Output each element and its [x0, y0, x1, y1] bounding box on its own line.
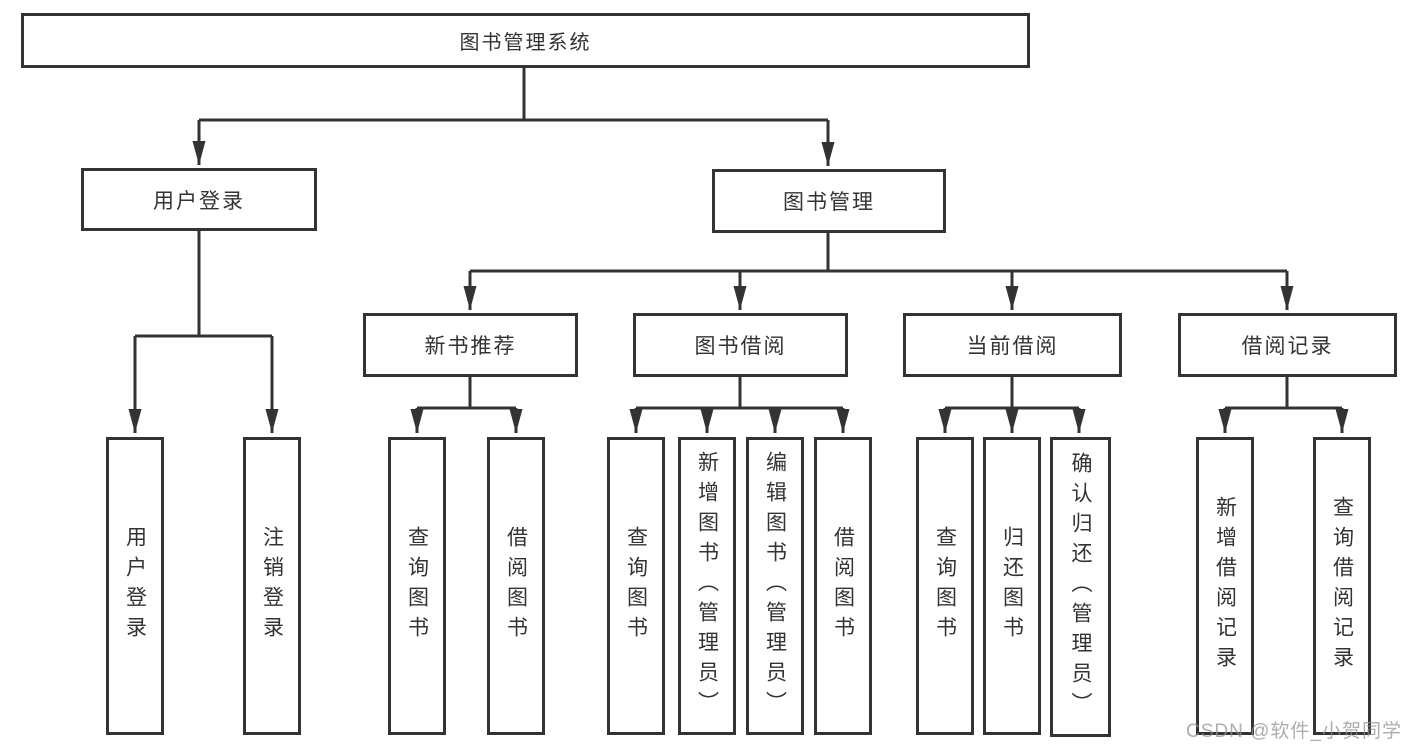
- node-label: 图书管理系统: [459, 32, 592, 54]
- leaf-label: 借阅图书: [831, 526, 855, 646]
- leaf-edit-book-admin: 编辑图书（管理员）: [746, 437, 804, 735]
- leaf-query-books-1: 查询图书: [388, 437, 446, 735]
- leaf-label: 查询图书: [405, 526, 429, 646]
- leaf-label: 查询图书: [933, 526, 957, 646]
- node-book-management-system: 图书管理系统: [21, 13, 1030, 68]
- leaf-user-login: 用户登录: [106, 437, 164, 735]
- node-label: 借阅记录: [1241, 335, 1334, 358]
- leaf-query-books-2: 查询图书: [607, 437, 665, 735]
- node-label: 图书借阅: [694, 335, 787, 358]
- node-label: 新书推荐: [424, 335, 517, 358]
- node-label: 当前借阅: [966, 335, 1059, 358]
- leaf-query-books-3: 查询图书: [916, 437, 974, 735]
- leaf-label: 借阅图书: [504, 526, 528, 646]
- node-label: 用户登录: [153, 189, 245, 213]
- node-borrowing-records: 借阅记录: [1178, 313, 1397, 377]
- leaf-add-borrow-record: 新增借阅记录: [1196, 437, 1254, 735]
- leaf-label: 新增图书（管理员）: [695, 451, 719, 721]
- leaf-borrow-books-2: 借阅图书: [814, 437, 872, 735]
- leaf-label: 注销登录: [260, 526, 284, 646]
- leaf-label: 确认归还（管理员）: [1069, 452, 1092, 722]
- node-book-management: 图书管理: [712, 169, 946, 233]
- leaf-add-book-admin: 新增图书（管理员）: [678, 437, 736, 735]
- leaf-label: 查询借阅记录: [1330, 496, 1354, 676]
- leaf-logout: 注销登录: [243, 437, 301, 735]
- node-user-login: 用户登录: [81, 168, 317, 231]
- leaf-label: 归还图书: [1000, 526, 1024, 646]
- leaf-query-borrow-record: 查询借阅记录: [1313, 437, 1371, 735]
- leaf-label: 编辑图书（管理员）: [763, 451, 787, 721]
- leaf-label: 新增借阅记录: [1213, 496, 1237, 676]
- leaf-confirm-return-admin: 确认归还（管理员）: [1050, 437, 1111, 737]
- node-label: 图书管理: [783, 191, 875, 214]
- node-current-borrowing: 当前借阅: [903, 313, 1122, 377]
- node-new-book-recommendation: 新书推荐: [363, 313, 578, 377]
- leaf-label: 用户登录: [123, 526, 147, 646]
- node-book-borrowing: 图书借阅: [633, 313, 848, 377]
- leaf-return-books: 归还图书: [983, 437, 1041, 735]
- leaf-borrow-books-1: 借阅图书: [487, 437, 545, 735]
- leaf-label: 查询图书: [624, 526, 648, 646]
